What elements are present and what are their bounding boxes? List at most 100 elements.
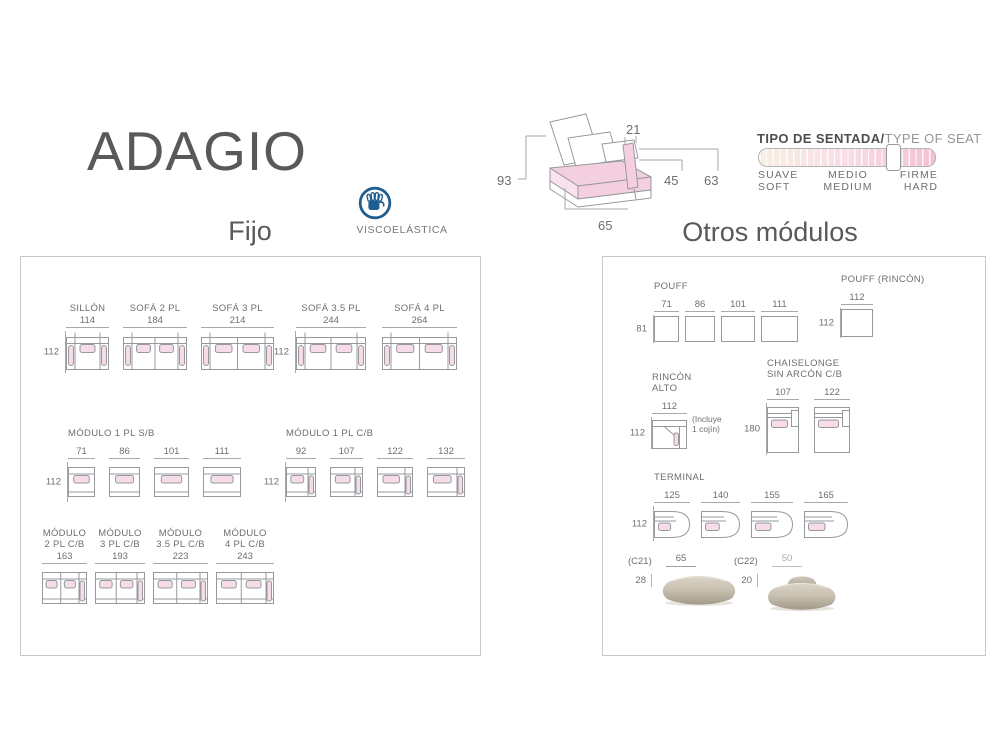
module-item: 92 [286, 446, 316, 502]
height-dimension: 112 [260, 462, 286, 502]
hand-icon [358, 186, 392, 220]
module-diagram [654, 511, 690, 538]
module-diagram [66, 332, 109, 370]
width-dimension: 114 [66, 315, 109, 328]
module-item: 122 [377, 446, 413, 502]
fijo-panel [20, 256, 481, 656]
group-title: TERMINAL [654, 472, 705, 483]
height-dimension: 112 [42, 462, 68, 502]
width-dimension: 155 [751, 490, 793, 503]
width-dimension: 264 [382, 315, 457, 328]
group-title: POUFF [654, 281, 688, 292]
dim-seat-depth: 65 [598, 218, 612, 233]
width-dimension: 165 [804, 490, 848, 503]
width-dimension: 140 [701, 490, 740, 503]
cushion-height-dim: 28 [635, 575, 646, 586]
width-dimension: 193 [95, 551, 145, 564]
seat-type-slider-handle [885, 144, 901, 171]
width-dimension: 101 [154, 446, 189, 459]
width-dimension: 122 [814, 387, 850, 400]
module-diagram [296, 332, 366, 370]
width-dimension: 132 [427, 446, 465, 459]
cushion-width-dim: 65 [666, 553, 696, 567]
width-dimension: 71 [654, 299, 679, 312]
dim-back-height: 93 [497, 173, 511, 188]
module-item: 140 [701, 490, 740, 541]
module-diagram [95, 572, 145, 604]
module-label: SOFÁ 3 PL [212, 303, 263, 314]
dim-arm-height: 63 [704, 173, 718, 188]
module-diagram [201, 332, 274, 370]
module-diagram [751, 511, 793, 538]
module-diagram [109, 467, 140, 497]
module-diagram [216, 572, 274, 604]
module-item: 122 [814, 387, 850, 455]
dim-seat-height: 45 [664, 173, 678, 188]
viscoelastic-badge: VISCOELÁSTICA [352, 186, 452, 236]
height-dimension: 180 [741, 403, 767, 455]
module-diagram [814, 407, 850, 453]
cushion-photo [768, 576, 836, 612]
width-dimension: 112 [652, 401, 687, 414]
width-dimension: 244 [296, 315, 366, 328]
module-diagram [685, 316, 715, 342]
seat-type-title-es: TIPO DE SENTADA/ [757, 131, 885, 146]
module-label: SOFÁ 2 PL [129, 303, 181, 314]
module-item: 165 [804, 490, 848, 541]
module-item: 111 [203, 446, 241, 502]
module-diagram [330, 467, 363, 497]
width-dimension: 223 [153, 551, 208, 564]
group-title: MÓDULO 1 PL S/B [68, 428, 155, 439]
module-diagram [761, 316, 798, 342]
cushion-height-dim: 20 [741, 575, 752, 586]
width-dimension: 111 [761, 299, 798, 312]
dimension-tick [757, 574, 758, 587]
module-diagram [42, 572, 87, 604]
cushion-code: (C22) [734, 556, 758, 567]
page-title: ADAGIO [87, 120, 307, 182]
module-item: 101 [154, 446, 189, 502]
group-title: MÓDULO 1 PL C/B [286, 428, 374, 439]
height-dimension: 81 [628, 315, 654, 343]
width-dimension: 107 [767, 387, 799, 400]
module-item: 112 [841, 292, 873, 338]
module-item: 71 [68, 446, 95, 502]
width-dimension: 122 [377, 446, 413, 459]
module-item: 101 [721, 299, 755, 343]
module-diagram [382, 332, 457, 370]
section-title-fijo: Fijo [228, 216, 272, 246]
cushion-spec-c22: (C22) 50 20 [734, 553, 838, 612]
cushion-photo [662, 576, 736, 606]
module-item: 71 [654, 299, 679, 343]
module-item: 107 [767, 387, 799, 455]
height-dimension: 112 [626, 417, 652, 449]
module-diagram [767, 407, 799, 453]
width-dimension: 214 [201, 315, 274, 328]
module-diagram [804, 511, 848, 538]
seat-type-title: TIPO DE SENTADA/TYPE OF SEAT [757, 131, 990, 146]
